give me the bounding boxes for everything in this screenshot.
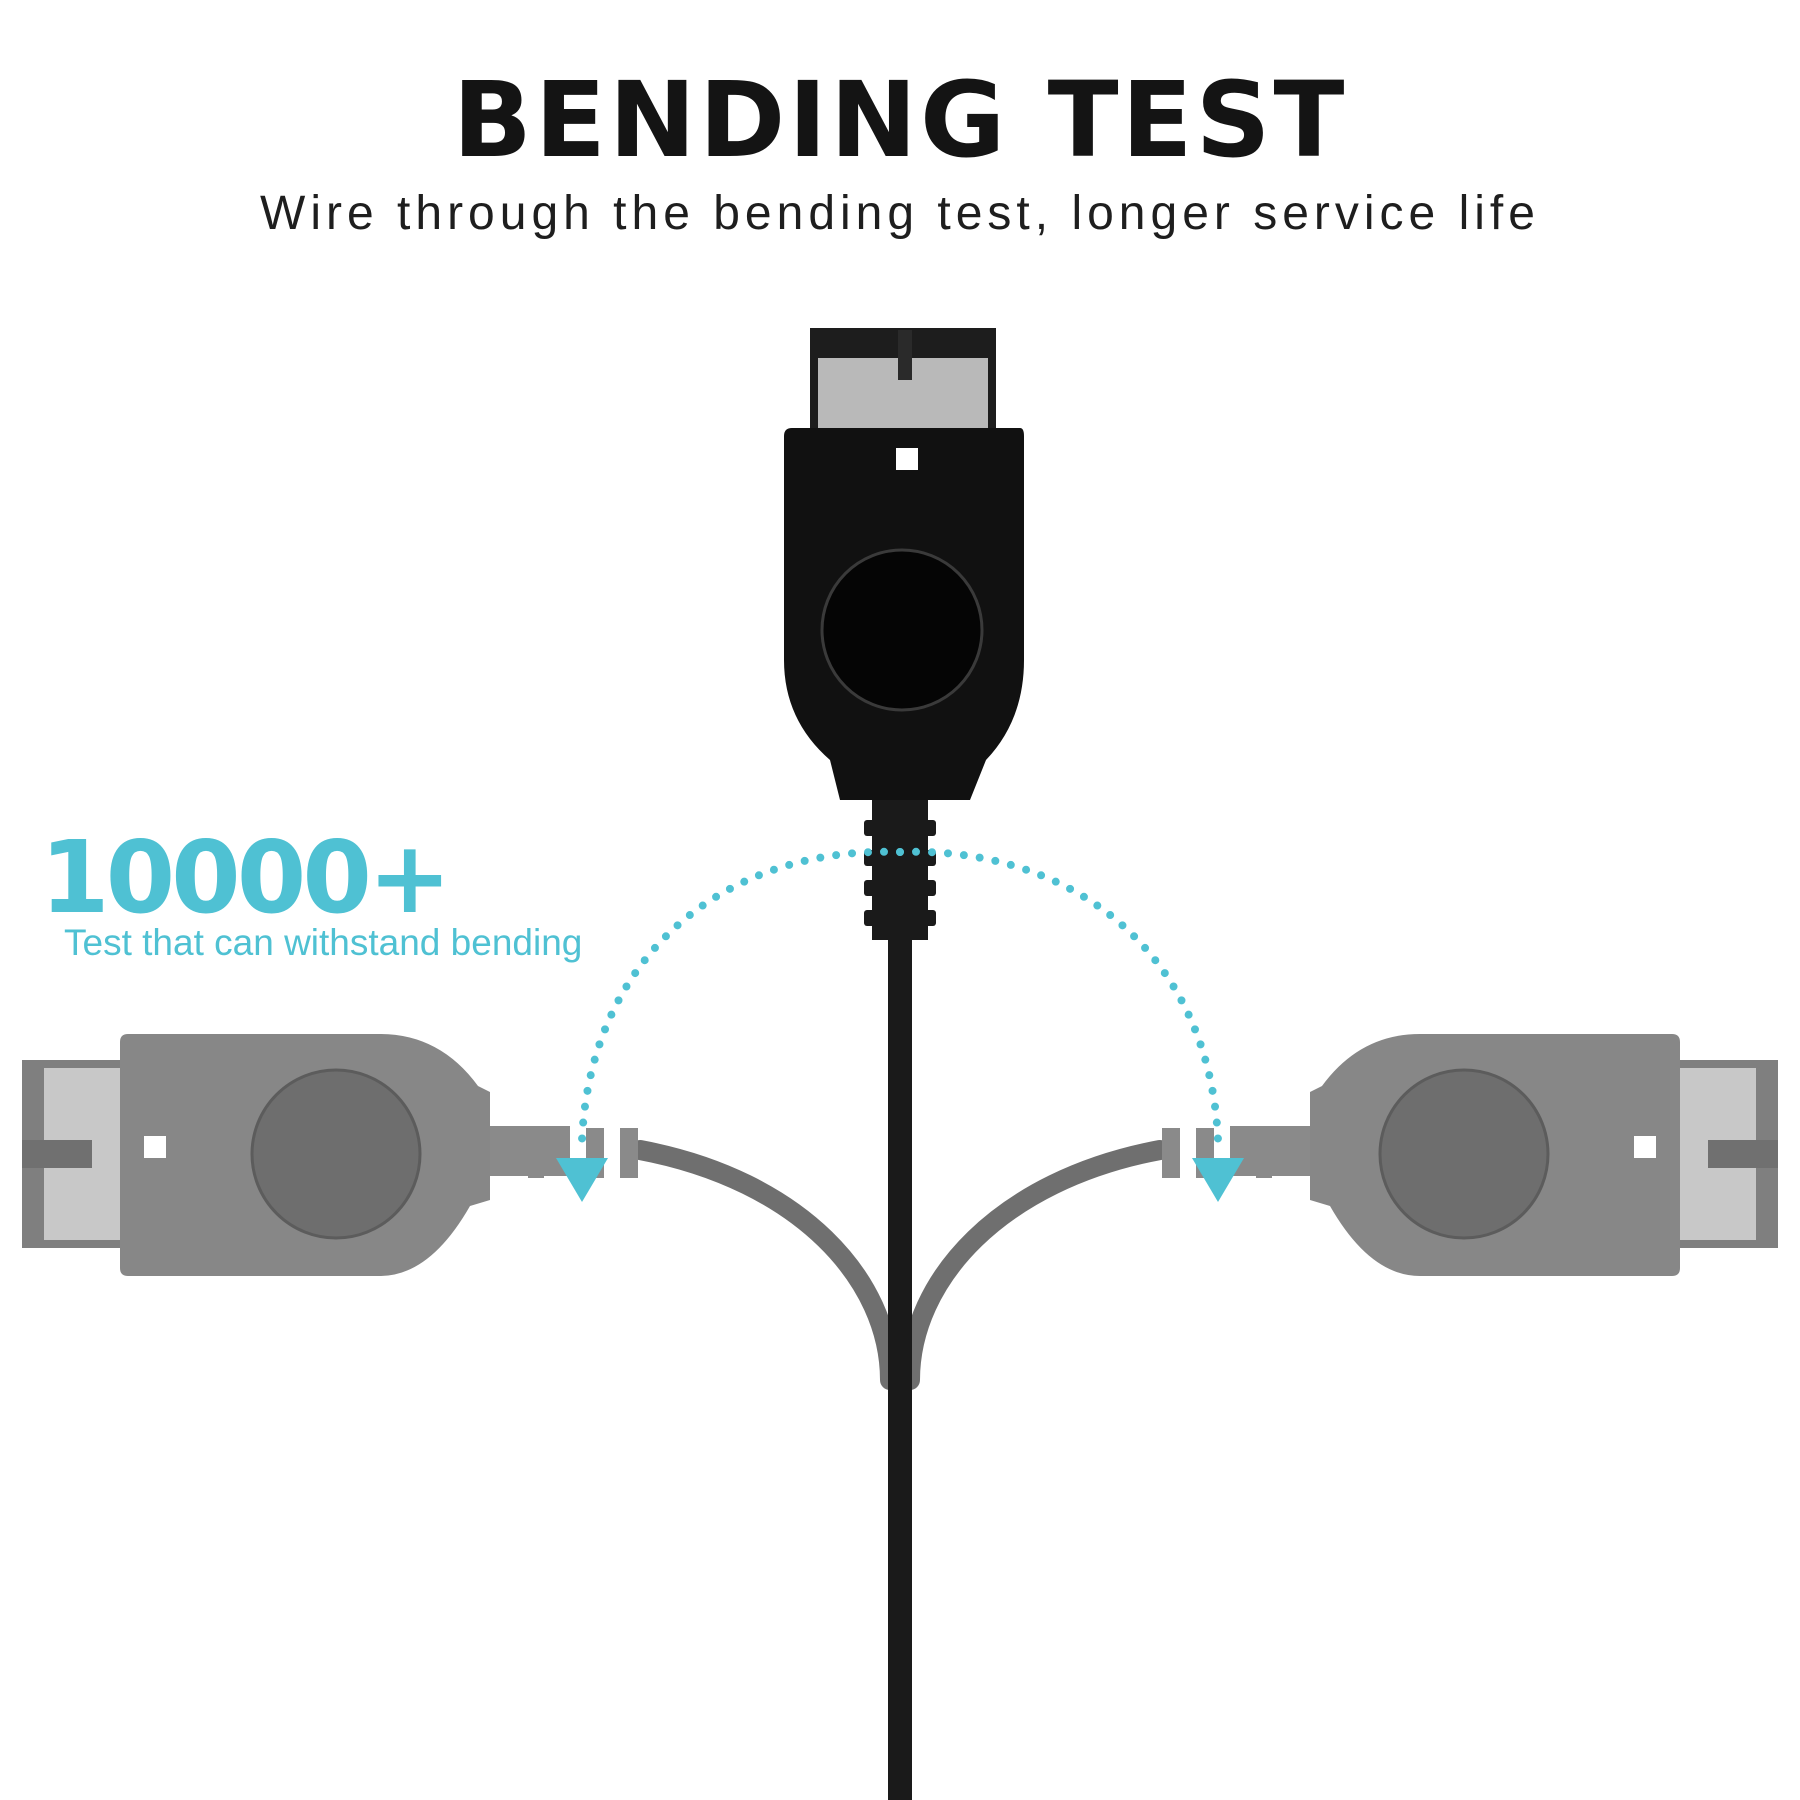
- right-connector-icon: [1162, 1034, 1778, 1276]
- center-strain-relief: [864, 790, 936, 940]
- bend-count-label: Test that can withstand bending: [64, 922, 583, 963]
- ghost-cables: [630, 1140, 1170, 1390]
- dotted-arc-arrow-icon: [556, 847, 1244, 1202]
- page-title: BENDING TEST: [452, 59, 1348, 181]
- center-connector-icon: [784, 328, 1024, 800]
- main-cable: [888, 930, 912, 1800]
- bend-count: 10000+: [40, 819, 452, 936]
- page-subtitle: Wire through the bending test, longer se…: [260, 187, 1540, 240]
- left-connector-icon: [22, 1034, 638, 1276]
